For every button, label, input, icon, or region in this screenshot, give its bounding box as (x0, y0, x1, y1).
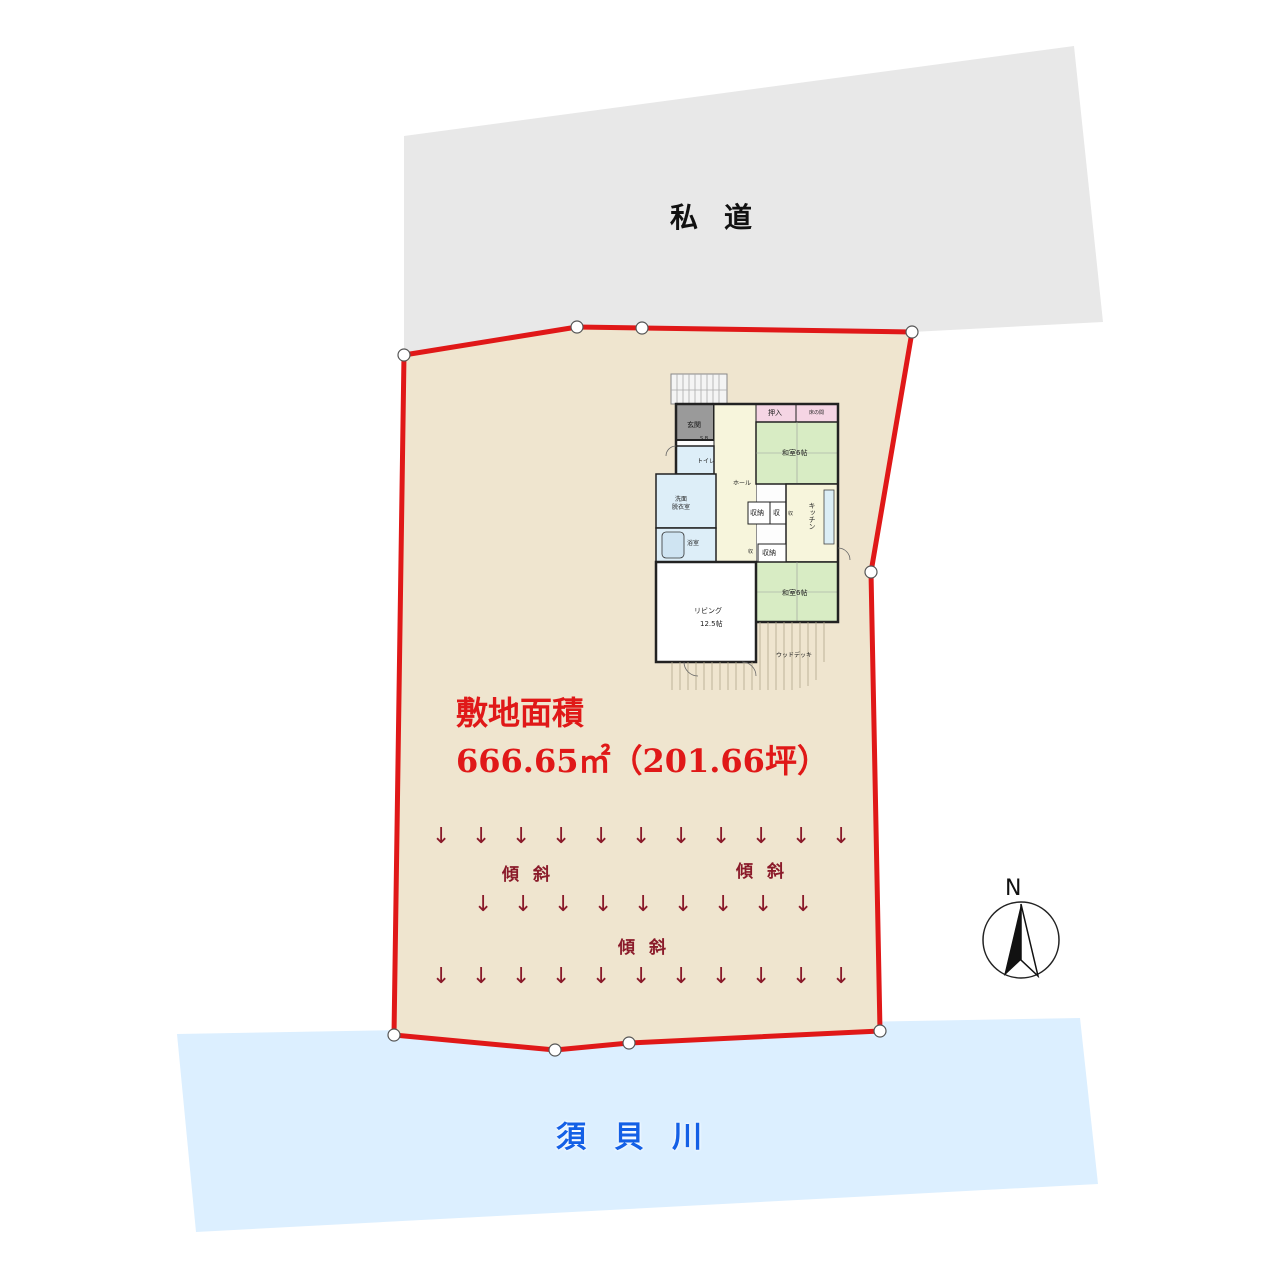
slope-label: 傾斜 (736, 862, 798, 882)
site-area-value: 666.65㎡（201.66坪） (456, 742, 829, 780)
slope-arrow-icon: ↓ (474, 892, 493, 917)
slope-arrow-icon: ↓ (472, 824, 491, 849)
slope-arrow-icon: ↓ (432, 964, 451, 989)
slope-arrow-icon: ↓ (634, 892, 653, 917)
slope-arrow-icon: ↓ (792, 824, 811, 849)
slope-arrow-icon: ↓ (514, 892, 533, 917)
oshiire-label: 押入 (768, 409, 782, 417)
slope-arrow-icon: ↓ (712, 824, 731, 849)
washroom-label: 洗面 脱衣室 (672, 496, 691, 511)
boundary-marker (387, 1028, 401, 1042)
site-area-title: 敷地面積 (456, 694, 585, 732)
slope-arrow-icon: ↓ (712, 964, 731, 989)
slope-arrow-icon: ↓ (714, 892, 733, 917)
slope-arrow-icon: ↓ (512, 964, 531, 989)
washroom-room (655, 473, 717, 529)
slope-arrow-icon: ↓ (832, 824, 851, 849)
boundary-marker (635, 321, 649, 335)
slope-arrow-icon: ↓ (752, 824, 771, 849)
slope-arrow-icon: ↓ (832, 964, 851, 989)
slope-arrow-icon: ↓ (674, 892, 693, 917)
living-label: リビング (694, 607, 722, 615)
boundary-marker (622, 1036, 636, 1050)
boundary-marker (864, 565, 878, 579)
bath-label: 浴室 (687, 540, 700, 547)
boundary-markers (387, 320, 919, 1057)
storage-2-label: 収 (773, 509, 780, 517)
boundary-marker (397, 348, 411, 362)
north-label: N (1005, 876, 1022, 901)
river-label: 須貝川 (556, 1120, 730, 1155)
kitchen-label: キッチン (808, 502, 816, 530)
storage-5-label: 収納 (762, 549, 776, 557)
boundary-marker (570, 320, 584, 334)
entrance-steps (670, 373, 728, 405)
boundary-marker (905, 325, 919, 339)
slope-arrow-icon: ↓ (552, 964, 571, 989)
floor-plan (654, 373, 851, 690)
storage-4-label: 収 (748, 549, 754, 555)
boundary-marker (548, 1043, 562, 1057)
living-room (654, 560, 758, 664)
slope-arrow-icon: ↓ (592, 824, 611, 849)
slope-arrow-icon: ↓ (672, 964, 691, 989)
tokonoma-label: 床の間 (809, 410, 825, 416)
slope-arrow-icon: ↓ (672, 824, 691, 849)
slope-arrow-icon: ↓ (512, 824, 531, 849)
storage-1-label: 収納 (750, 509, 764, 517)
boundary-marker (873, 1024, 887, 1038)
slope-arrow-icon: ↓ (754, 892, 773, 917)
slope-label: 傾斜 (618, 938, 680, 958)
slope-arrow-icon: ↓ (792, 964, 811, 989)
slope-arrow-icon: ↓ (592, 964, 611, 989)
slope-arrow-icon: ↓ (794, 892, 813, 917)
entrance-label: 玄関 (687, 421, 701, 429)
washitsu-2-label: 和室6帖 (782, 589, 808, 597)
slope-label: 傾斜 (502, 865, 564, 885)
hall-label: ホール (733, 480, 752, 487)
slope-arrow-icon: ↓ (594, 892, 613, 917)
slope-arrow-icon: ↓ (472, 964, 491, 989)
private-road-area (404, 46, 1103, 355)
storage-3-label: 収 (788, 511, 794, 517)
compass (982, 901, 1060, 979)
hall-room-lower (736, 474, 786, 562)
private-road-label: 私道 (670, 201, 779, 234)
slope-arrow-icon: ↓ (432, 824, 451, 849)
slope-arrow-icon: ↓ (632, 824, 651, 849)
north-arrow-icon (1004, 904, 1021, 976)
deck-label: ウッドデッキ (776, 652, 813, 659)
slope-arrow-icon: ↓ (752, 964, 771, 989)
slope-arrow-icon: ↓ (554, 892, 573, 917)
toilet-label: トイレ (697, 458, 716, 465)
wood-deck (759, 622, 825, 690)
living-size-label: 12.5帖 (700, 620, 723, 628)
washitsu-1-label: 和室6帖 (782, 449, 808, 457)
river-area (177, 1018, 1098, 1232)
slope-arrow-icon: ↓ (552, 824, 571, 849)
entrance-room (675, 403, 715, 441)
slope-arrow-icon: ↓ (632, 964, 651, 989)
shoe-box-label: S.B (700, 436, 709, 442)
